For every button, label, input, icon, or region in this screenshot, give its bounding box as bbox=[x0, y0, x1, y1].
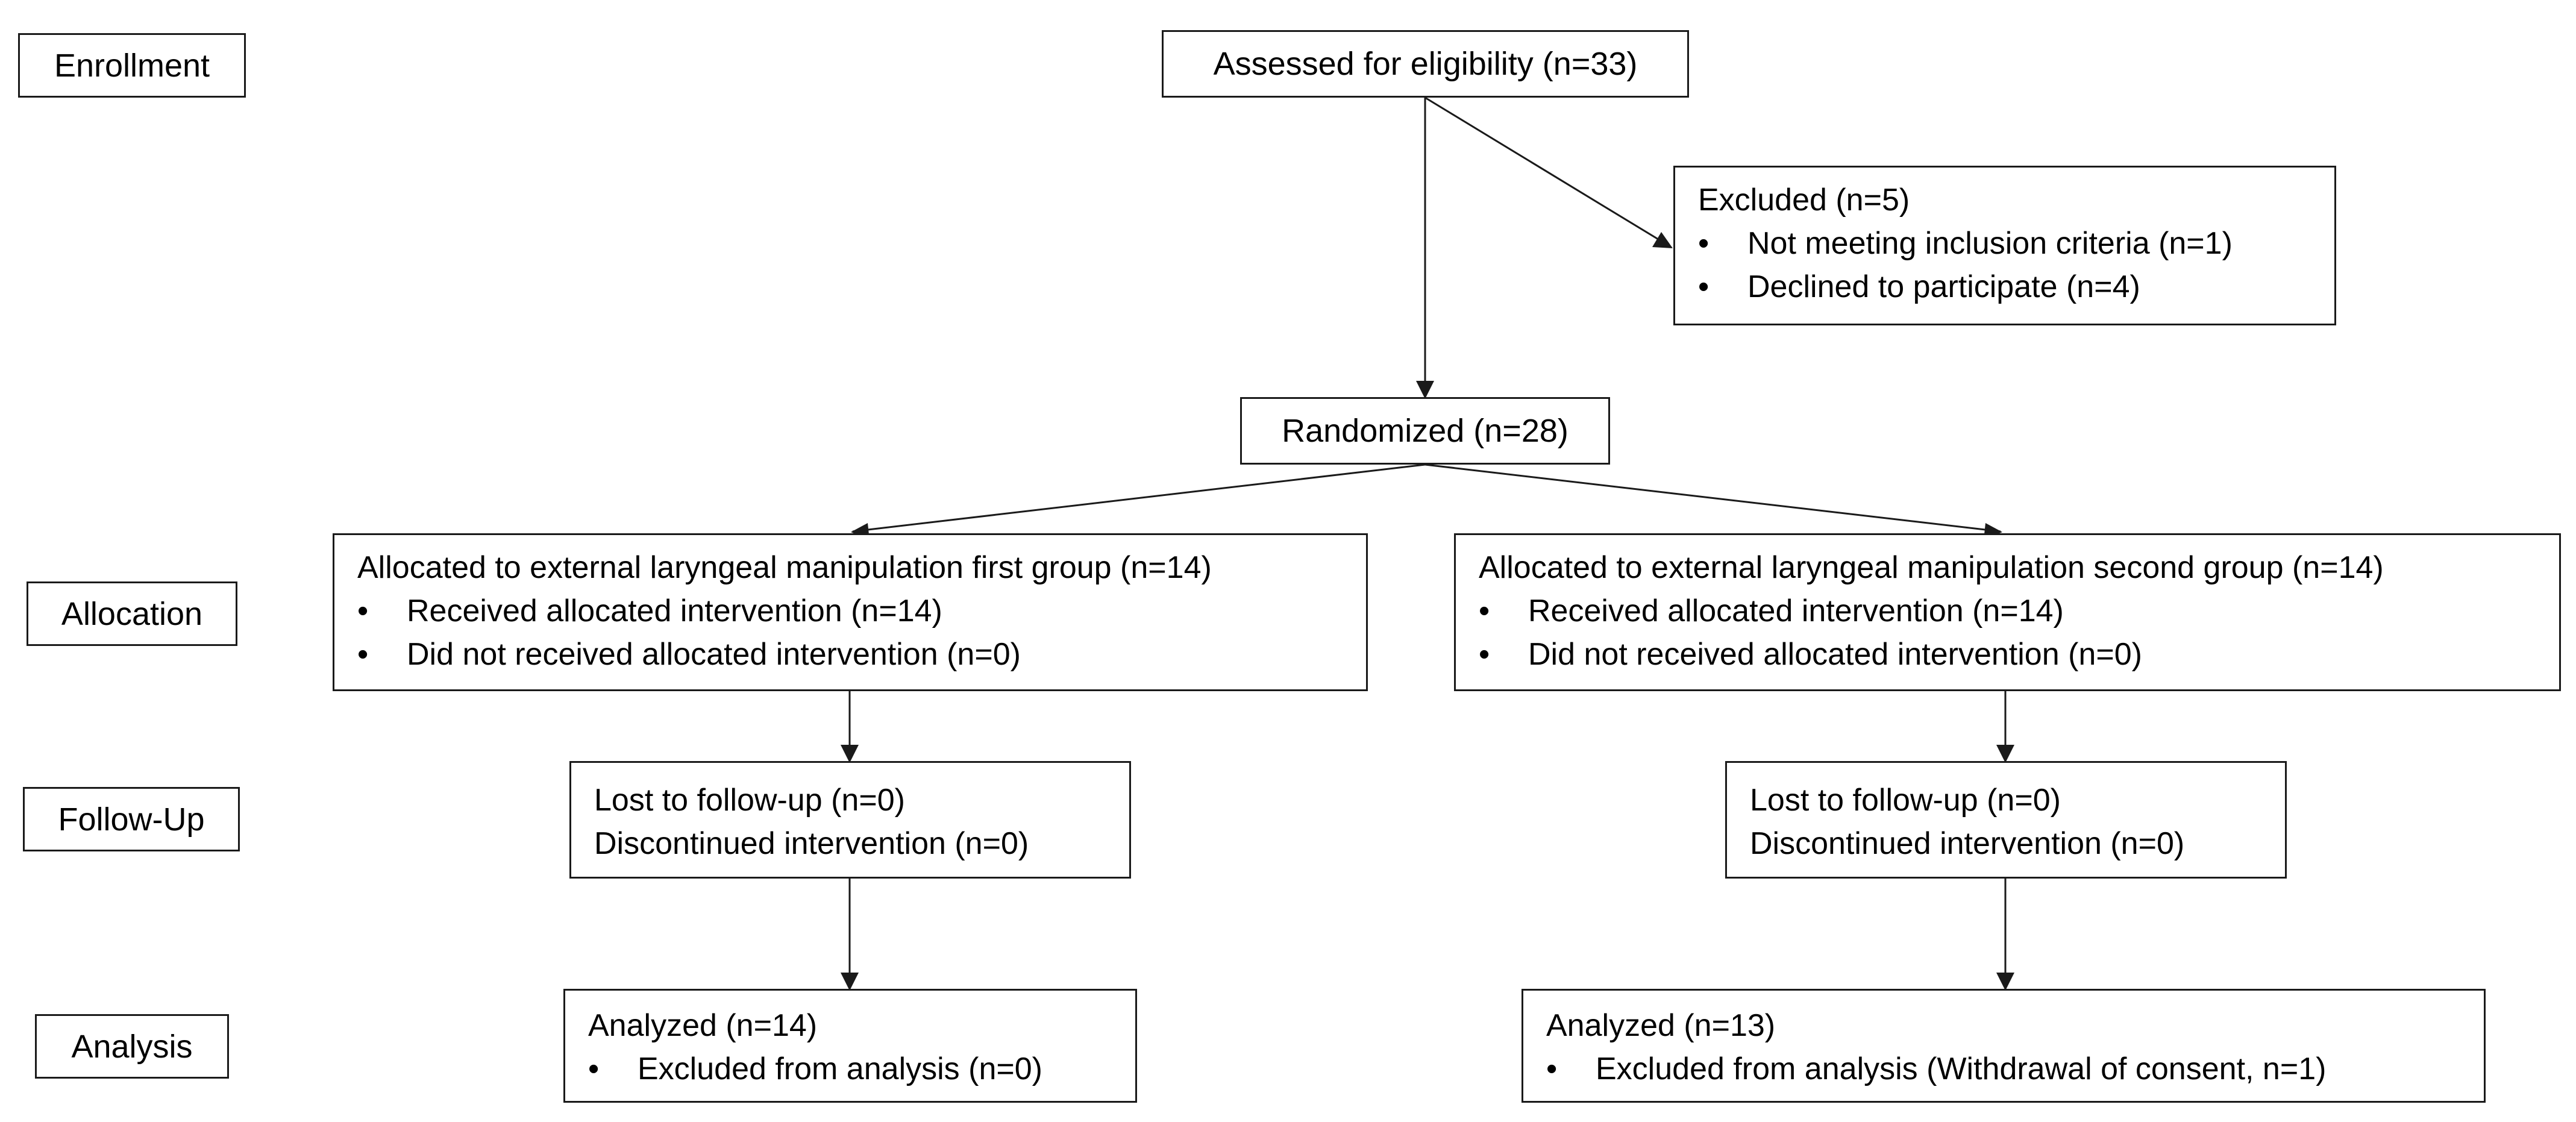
stage-followup-label: Follow-Up bbox=[58, 801, 205, 838]
arrowhead-left-analysis bbox=[841, 973, 859, 991]
stage-enrollment-label: Enrollment bbox=[54, 47, 210, 84]
excluded-item: • Not meeting inclusion criteria (n=1) bbox=[1698, 222, 2334, 265]
left-allocation-item-text: Received allocated intervention (n=14) bbox=[407, 594, 942, 628]
excluded-item-text: Not meeting inclusion criteria (n=1) bbox=[1747, 226, 2233, 261]
left-allocation-item: • Did not received allocated intervention… bbox=[357, 633, 1366, 676]
bullet-icon: • bbox=[1546, 1051, 1558, 1086]
bullet-icon: • bbox=[1698, 226, 1709, 261]
assessed-label: Assessed for eligibility (n=33) bbox=[1213, 46, 1638, 82]
left-analysis-box: Analyzed (n=14) • Excluded from analysis … bbox=[563, 989, 1137, 1103]
right-analysis-item-text: Excluded from analysis (Withdrawal of co… bbox=[1596, 1051, 2327, 1086]
arrowhead-excluded bbox=[1652, 232, 1673, 248]
right-allocation-box: Allocated to external laryngeal manipula… bbox=[1454, 533, 2561, 691]
right-followup-lost: Lost to follow-up (n=0) bbox=[1750, 783, 2061, 818]
arrowhead-left-followup bbox=[841, 745, 859, 763]
left-analysis-item: • Excluded from analysis (n=0) bbox=[588, 1047, 1135, 1091]
arrowhead-randomized bbox=[1416, 381, 1434, 399]
right-followup-box: Lost to follow-up (n=0) Discontinued int… bbox=[1725, 761, 2287, 879]
left-allocation-item: • Received allocated intervention (n=14) bbox=[357, 589, 1366, 633]
randomized-label: Randomized (n=28) bbox=[1282, 413, 1568, 449]
arrow-assessed-to-excluded bbox=[1424, 96, 1667, 245]
stage-followup: Follow-Up bbox=[23, 787, 240, 851]
left-analysis-title: Analyzed (n=14) bbox=[588, 1008, 818, 1043]
randomized-box: Randomized (n=28) bbox=[1240, 397, 1610, 465]
right-analysis-box: Analyzed (n=13) • Excluded from analysis … bbox=[1521, 989, 2486, 1103]
excluded-box: Excluded (n=5) • Not meeting inclusion cr… bbox=[1673, 166, 2336, 325]
bullet-icon: • bbox=[357, 594, 369, 628]
stage-allocation: Allocation bbox=[27, 581, 237, 646]
stage-analysis: Analysis bbox=[35, 1014, 229, 1079]
stage-enrollment: Enrollment bbox=[18, 33, 246, 98]
right-allocation-item-text: Did not received allocated intervention … bbox=[1528, 637, 2142, 672]
right-allocation-item: • Did not received allocated intervention… bbox=[1479, 633, 2559, 676]
right-allocation-item: • Received allocated intervention (n=14) bbox=[1479, 589, 2559, 633]
excluded-item: • Declined to participate (n=4) bbox=[1698, 265, 2334, 309]
bullet-icon: • bbox=[1698, 269, 1709, 304]
assessed-box: Assessed for eligibility (n=33) bbox=[1162, 30, 1689, 98]
left-allocation-box: Allocated to external laryngeal manipula… bbox=[333, 533, 1368, 691]
left-allocation-item-text: Did not received allocated intervention … bbox=[407, 637, 1021, 672]
excluded-item-text: Declined to participate (n=4) bbox=[1747, 269, 2140, 304]
stage-allocation-label: Allocation bbox=[61, 595, 203, 632]
bullet-icon: • bbox=[588, 1051, 600, 1086]
bullet-icon: • bbox=[357, 637, 369, 672]
arrow-randomized-to-right bbox=[1424, 463, 2001, 533]
bullet-icon: • bbox=[1479, 594, 1490, 628]
right-allocation-item-text: Received allocated intervention (n=14) bbox=[1528, 594, 2064, 628]
arrowhead-right-followup bbox=[1996, 745, 2014, 763]
bullet-icon: • bbox=[1479, 637, 1490, 672]
right-allocation-title: Allocated to external laryngeal manipula… bbox=[1479, 550, 2384, 585]
left-followup-discontinued: Discontinued intervention (n=0) bbox=[594, 826, 1029, 861]
arrow-randomized-to-left bbox=[852, 463, 1426, 533]
arrowhead-right-analysis bbox=[1996, 973, 2014, 991]
stage-analysis-label: Analysis bbox=[71, 1028, 193, 1065]
right-followup-discontinued: Discontinued intervention (n=0) bbox=[1750, 826, 2185, 861]
left-allocation-title: Allocated to external laryngeal manipula… bbox=[357, 550, 1212, 585]
excluded-title: Excluded (n=5) bbox=[1698, 183, 1910, 218]
right-analysis-title: Analyzed (n=13) bbox=[1546, 1008, 1776, 1043]
left-followup-lost: Lost to follow-up (n=0) bbox=[594, 783, 905, 818]
right-analysis-item: • Excluded from analysis (Withdrawal of c… bbox=[1546, 1047, 2484, 1091]
left-followup-box: Lost to follow-up (n=0) Discontinued int… bbox=[569, 761, 1131, 879]
left-analysis-item-text: Excluded from analysis (n=0) bbox=[638, 1051, 1042, 1086]
